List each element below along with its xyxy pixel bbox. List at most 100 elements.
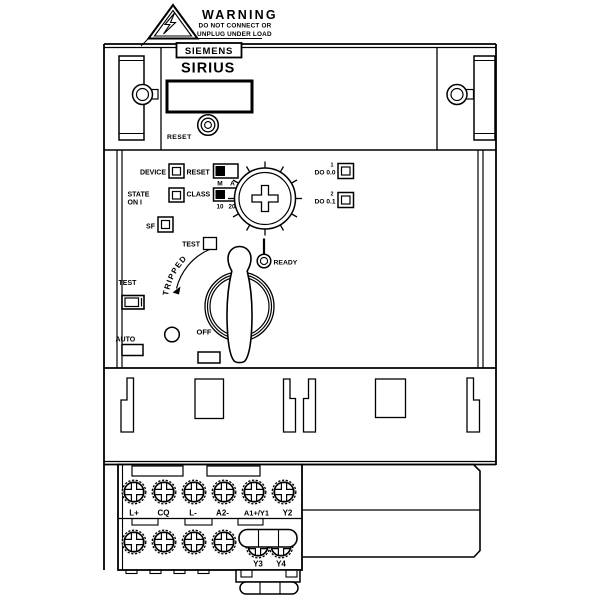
test-top-label: TEST (182, 242, 201, 249)
left-mounting-hole (131, 83, 154, 106)
rotary-knob-handle[interactable] (226, 245, 253, 364)
terminal-screw[interactable] (271, 479, 297, 505)
band-window-right (374, 378, 407, 419)
reset-button-label: RESET (167, 134, 192, 141)
left-mounting-ear (118, 55, 159, 141)
terminal-screw[interactable] (151, 529, 177, 555)
test-button-group: TEST (119, 280, 145, 310)
reset-slide-switch-group: RESET M A (187, 163, 239, 188)
ready-indicator: READY (256, 238, 298, 269)
auto-indicator: AUTO (116, 337, 144, 357)
device-led-label: DEVICE (140, 170, 166, 177)
dial-cross-slot (251, 184, 279, 213)
reset-button-ring (200, 117, 216, 133)
warning-label: WARNING DO NOT CONNECT OR UNPLUG UNDER L… (140, 3, 278, 47)
class-slide-switch-group: CLASS 10 20 (187, 187, 239, 211)
reset-switch-slider[interactable] (215, 166, 226, 176)
warning-line1: DO NOT CONNECT OR (199, 23, 272, 30)
ready-position-icon (256, 253, 272, 269)
auto-square (121, 343, 144, 357)
tripped-marking: TRIPPED (161, 248, 210, 296)
reset-switch-label: RESET (187, 170, 211, 177)
class-switch-pos-10: 10 (217, 204, 224, 211)
right-side-panel (302, 463, 481, 558)
terminal-screw[interactable] (241, 479, 267, 505)
terminal-label: L+ (129, 509, 139, 518)
terminal-label: CQ (158, 509, 170, 518)
terminal-screw[interactable] (151, 479, 177, 505)
terminal-screw[interactable] (121, 529, 147, 555)
do-0-1-footnote: 2 (331, 192, 334, 198)
terminal-label: A2- (216, 509, 229, 518)
terminal-screw[interactable] (121, 479, 147, 505)
knob-position-dot (163, 326, 181, 343)
warning-triangle-icon (146, 3, 200, 40)
band-window-left (194, 378, 225, 420)
device-led (168, 163, 185, 179)
terminal-screw[interactable] (181, 529, 207, 555)
mounting-band (120, 377, 481, 433)
terminal-screw[interactable] (211, 479, 237, 505)
do-0-0-label: DO 0.0 (315, 170, 336, 177)
label-window (165, 79, 254, 114)
product-name: SIRIUS (181, 61, 235, 77)
knob-lower-marker (197, 351, 221, 364)
state-led (168, 187, 185, 203)
terminal-label: A1+/Y1 (244, 509, 269, 518)
terminal-screw[interactable] (181, 479, 207, 505)
current-setting-dial[interactable] (228, 161, 302, 236)
off-label: OFF (197, 328, 212, 337)
test-left-label: TEST (119, 280, 138, 287)
sf-led (157, 216, 174, 233)
terminal-bridge (238, 528, 298, 548)
sf-led-label: SF (146, 224, 156, 231)
terminal-screw[interactable] (211, 529, 237, 555)
tripped-arrowhead-icon (172, 286, 181, 295)
terminal-label: Y2 (283, 509, 293, 518)
siemens-logo: SIEMENS (185, 46, 233, 57)
state-led-sublabel: ON I (128, 200, 142, 207)
output-do-0-1: DO 0.1 2 (315, 191, 355, 209)
siemens-logo-box (175, 42, 243, 59)
band-notch-mid-right (302, 378, 317, 433)
class-switch-slider[interactable] (215, 190, 226, 199)
right-mounting-hole (446, 83, 468, 106)
do-0-0-led (337, 162, 355, 180)
svg-text:TRIPPED: TRIPPED (161, 253, 189, 296)
din-foot (235, 569, 301, 595)
state-led-label: STATE (128, 192, 150, 199)
band-notch-left (120, 377, 135, 433)
band-notch-mid-left (282, 378, 297, 433)
reset-button-center (204, 121, 212, 129)
lightning-bolt-icon (163, 12, 177, 35)
auto-label: AUTO (116, 337, 136, 344)
do-0-1-label: DO 0.1 (315, 199, 336, 206)
warning-triangle-inner (153, 9, 193, 37)
do-0-0-footnote: 1 (331, 163, 334, 169)
branding-area: SIEMENS SIRIUS (165, 42, 254, 114)
right-mounting-ear (446, 55, 496, 141)
test-indicator-top: TEST (182, 236, 218, 251)
led-state: STATE ON I (128, 187, 185, 207)
output-do-0-0: DO 0.0 1 (315, 162, 355, 180)
terminal-label: L- (189, 509, 197, 518)
band-notch-right (466, 377, 481, 433)
reset-switch-pos-a: A (230, 181, 235, 188)
tripped-arc (175, 248, 210, 289)
led-device: DEVICE (140, 163, 185, 179)
terminal-label: Y3 (253, 560, 263, 569)
reset-switch-pos-m: M (217, 181, 222, 188)
warning-line2: UNPLUG UNDER LOAD (197, 31, 272, 38)
rotary-switch[interactable] (204, 245, 275, 364)
top-reset-control: RESET (167, 113, 220, 141)
ready-label: READY (274, 260, 298, 267)
warning-title: WARNING (202, 8, 278, 22)
tripped-label: TRIPPED (161, 253, 188, 296)
class-switch-pos-20: 20 (229, 204, 236, 211)
do-0-1-led (337, 191, 355, 209)
terminal-label: Y4 (276, 560, 286, 569)
led-sf: SF (146, 216, 174, 233)
terminal-block: L+ CQ L- A2- A1+/Y1 Y2 Y3 Y4 (117, 463, 303, 575)
test-top-square (202, 236, 218, 251)
